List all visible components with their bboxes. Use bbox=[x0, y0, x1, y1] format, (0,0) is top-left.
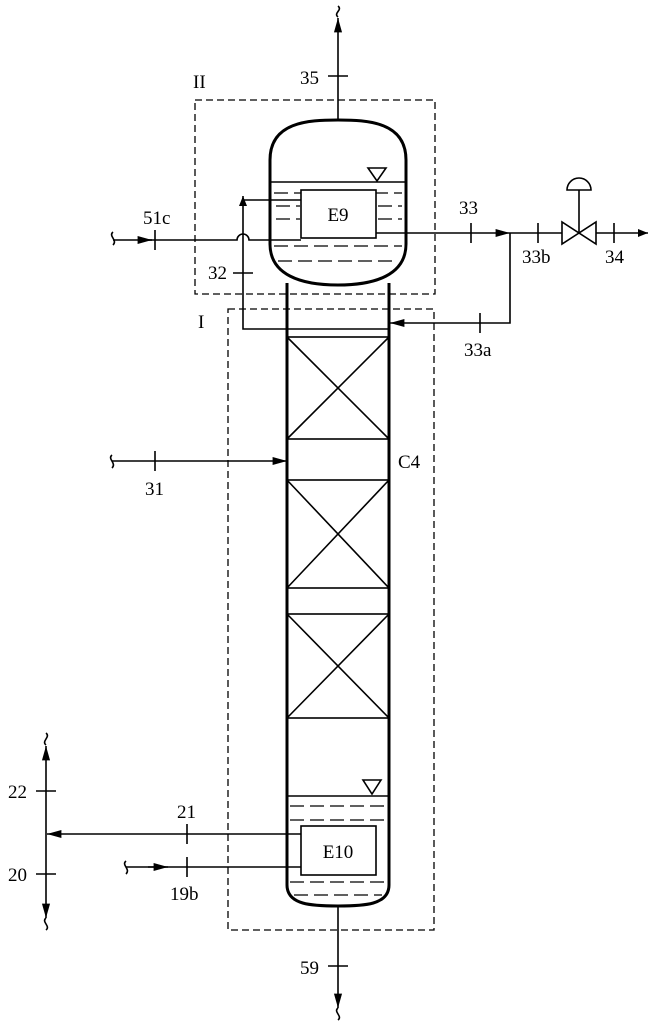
stream-21: 21 bbox=[47, 802, 301, 844]
stream-22: 22 bbox=[8, 732, 56, 834]
exchanger-e10-label: E10 bbox=[323, 842, 354, 863]
svg-text:51c: 51c bbox=[143, 208, 170, 229]
boundary-zone-i bbox=[227, 308, 435, 931]
svg-text:21: 21 bbox=[177, 802, 196, 823]
svg-text:34: 34 bbox=[605, 247, 625, 268]
break-symbol-icon bbox=[110, 231, 116, 246]
exchanger-e10: E10 bbox=[300, 825, 377, 876]
stream-33: 33 bbox=[376, 198, 510, 243]
stream-32: 32 bbox=[208, 196, 301, 330]
stream-19b: 19b bbox=[123, 857, 301, 905]
break-symbol-icon bbox=[335, 1007, 341, 1021]
break-symbol-icon bbox=[335, 5, 341, 18]
control-valve-icon bbox=[561, 177, 597, 246]
stream-33b: 33b bbox=[510, 223, 562, 268]
svg-text:31: 31 bbox=[145, 479, 164, 500]
boundary-zone-ii bbox=[194, 99, 436, 295]
svg-text:32: 32 bbox=[208, 263, 227, 284]
svg-text:35: 35 bbox=[300, 68, 319, 89]
svg-text:22: 22 bbox=[8, 782, 27, 803]
boundary-zone-ii-label: II bbox=[193, 72, 206, 93]
stream-59: 59 bbox=[300, 906, 348, 1021]
stream-34: 34 bbox=[596, 223, 648, 268]
break-symbol-icon bbox=[43, 732, 49, 746]
exchanger-e9: E9 bbox=[300, 189, 377, 239]
level-indicator-icon bbox=[361, 779, 383, 796]
stream-20: 20 bbox=[8, 834, 56, 931]
svg-text:33: 33 bbox=[459, 198, 478, 219]
stream-51c: 51c bbox=[110, 208, 301, 250]
column-c4-label: C4 bbox=[398, 452, 421, 473]
exchanger-e9-label: E9 bbox=[327, 205, 348, 226]
stream-31: 31 bbox=[109, 451, 287, 500]
level-indicator-icon bbox=[366, 167, 388, 183]
svg-text:59: 59 bbox=[300, 958, 319, 979]
break-symbol-icon bbox=[43, 917, 49, 931]
svg-text:19b: 19b bbox=[170, 884, 199, 905]
boundary-zone-i-label: I bbox=[198, 312, 204, 333]
column-c4: C4 bbox=[285, 283, 421, 800]
svg-text:20: 20 bbox=[8, 865, 27, 886]
stream-33a: 33a bbox=[390, 233, 511, 361]
svg-text:33b: 33b bbox=[522, 247, 551, 268]
stream-35: 35 bbox=[300, 5, 348, 120]
svg-text:33a: 33a bbox=[464, 340, 492, 361]
